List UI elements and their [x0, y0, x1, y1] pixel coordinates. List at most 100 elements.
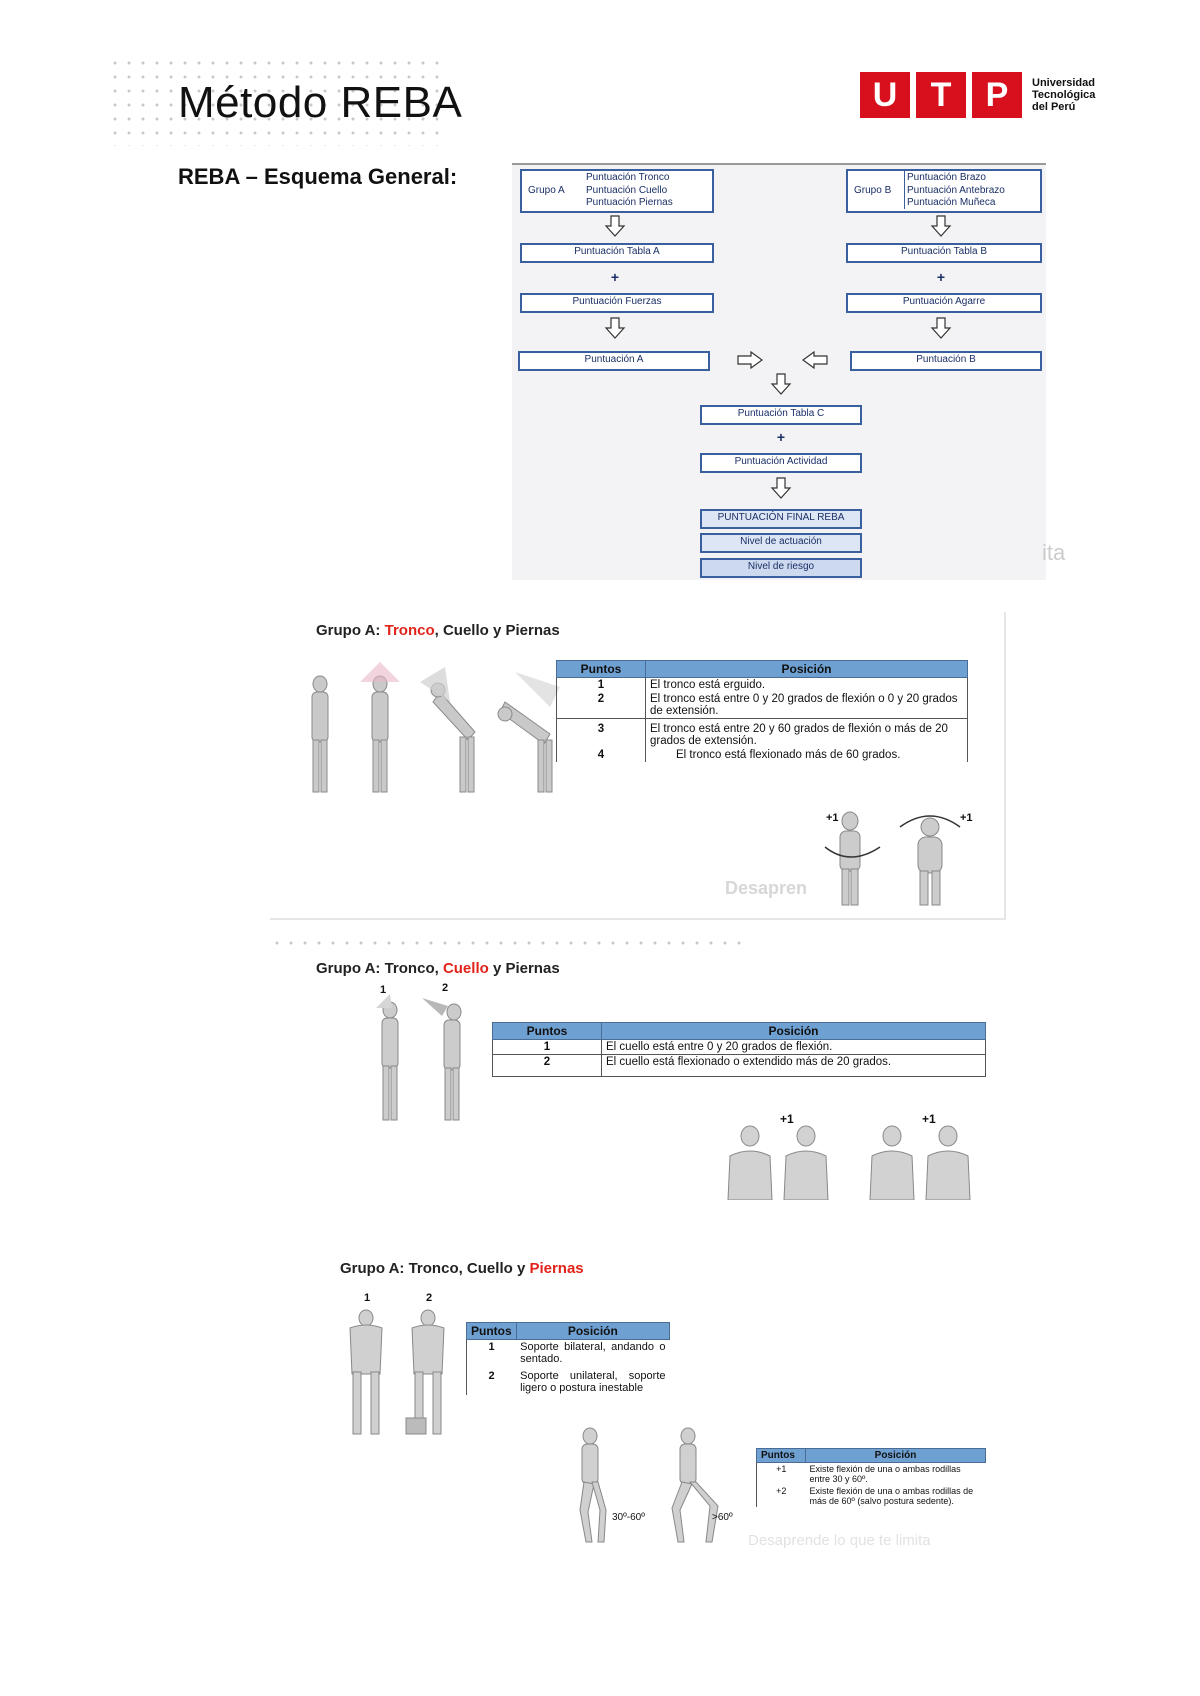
watermark-text: Desaprende lo que te limita: [748, 1532, 931, 1549]
column-header: Posición: [645, 660, 968, 678]
plus-sign: +: [936, 269, 946, 285]
title-text: Grupo A: Tronco, Cuello y: [340, 1260, 530, 1277]
logo-line: del Perú: [1032, 101, 1076, 113]
group-a-box: Grupo A Puntuación Tronco Puntuación Cue…: [520, 169, 714, 213]
position-cell: Existe flexión de una o ambas rodillas d…: [809, 1486, 974, 1506]
position-cell: Soporte bilateral, andando o sentado.: [520, 1341, 666, 1365]
trunk-twist-figures: [824, 811, 961, 906]
plus-one-label: +1: [922, 1112, 936, 1126]
arrow-down-icon: [604, 215, 626, 237]
figure-label: 2: [426, 1292, 433, 1304]
arrow-down-icon: [930, 317, 952, 339]
page-title: Método REBA: [178, 78, 463, 127]
title-highlight: Tronco: [384, 622, 435, 639]
group-a-item: Puntuación Piernas: [586, 197, 673, 208]
column-header: Posición: [601, 1022, 986, 1040]
position-cell: El tronco está entre 0 y 20 grados de fl…: [645, 692, 968, 719]
score-b-box: Puntuación B: [850, 351, 1042, 371]
table-c-box: Puntuación Tabla C: [700, 405, 862, 425]
forces-box: Puntuación Fuerzas: [520, 293, 714, 313]
arrow-down-icon: [604, 317, 626, 339]
plus-sign: +: [776, 429, 786, 445]
points-cell: 2: [492, 1054, 602, 1077]
final-score-box: PUNTUACIÓN FINAL REBA: [700, 509, 862, 529]
figure-label: 1: [380, 984, 387, 996]
group-b-item: Puntuación Brazo: [907, 172, 986, 183]
score-a-box: Puntuación A: [518, 351, 710, 371]
title-highlight: Piernas: [529, 1260, 584, 1277]
column-header: Puntos: [492, 1022, 602, 1040]
figure-label: 1: [364, 1292, 371, 1304]
position-cell: Soporte unilateral, soporte ligero o pos…: [520, 1370, 666, 1394]
cut-watermark-text: ita: [1042, 540, 1066, 565]
trunk-title: Grupo A: Tronco, Cuello y Piernas: [316, 622, 560, 639]
group-b-item: Puntuación Muñeca: [907, 197, 996, 208]
neck-section: Grupo A: Tronco, Cuello y Piernas 1 2 Pu…: [270, 950, 1000, 1210]
points-cell: +2: [756, 1485, 806, 1507]
leg-support-figures: [349, 1309, 445, 1435]
neck-posture-figures: [376, 994, 462, 1121]
points-cell: 1: [466, 1339, 517, 1366]
legs-title: Grupo A: Tronco, Cuello y Piernas: [340, 1260, 584, 1277]
group-b-box: Grupo B Puntuación Brazo Puntuación Ante…: [846, 169, 1042, 213]
position-cell: El tronco está entre 20 y 60 grados de f…: [645, 718, 968, 748]
title-highlight: Cuello: [442, 960, 489, 977]
position-cell: El cuello está entre 0 y 20 grados de fl…: [601, 1039, 986, 1055]
table-b-box: Puntuación Tabla B: [846, 243, 1042, 263]
title-text: y Piernas: [488, 960, 560, 977]
logo-letter-t: T: [916, 72, 966, 118]
angle-label: >60º: [712, 1512, 733, 1523]
position-cell: El cuello está flexionado o extendido má…: [601, 1054, 986, 1077]
arrow-down-icon: [930, 215, 952, 237]
arrow-down-icon: [770, 373, 792, 395]
group-a-label: Grupo A: [528, 185, 565, 196]
title-text: Grupo A:: [316, 622, 385, 639]
group-a-item: Puntuación Cuello: [586, 185, 668, 196]
plus-one-label: +1: [780, 1112, 794, 1126]
column-header: Posición: [515, 1322, 671, 1340]
column-header: Puntos: [556, 660, 646, 678]
points-cell: 4: [556, 748, 646, 762]
plus-one-label: +1: [826, 812, 839, 824]
logo-letter-u: U: [860, 72, 910, 118]
position-cell: El tronco está flexionado más de 60 grad…: [645, 748, 968, 762]
watermark-text: Desapren: [725, 878, 808, 898]
title-text: Grupo A: Tronco,: [316, 960, 443, 977]
points-cell: 1: [556, 677, 646, 692]
section-subtitle: REBA – Esquema General:: [178, 164, 458, 189]
neck-title: Grupo A: Tronco, Cuello y Piernas: [316, 960, 560, 977]
logo-text: Universidad Tecnológica del Perú: [1032, 77, 1095, 113]
points-cell: 1: [492, 1039, 602, 1055]
figure-label: 2: [442, 982, 449, 994]
action-level-box: Nivel de actuación: [700, 533, 862, 553]
trunk-section: Grupo A: Tronco, Cuello y Piernas Puntos…: [270, 612, 1006, 920]
activity-box: Puntuación Actividad: [700, 453, 862, 473]
position-cell: Existe flexión de una o ambas rodillas e…: [809, 1464, 961, 1484]
neck-twist-figures: [727, 1125, 971, 1200]
reba-flowchart: Grupo A Puntuación Tronco Puntuación Cue…: [512, 163, 1046, 580]
logo-line: Universidad: [1032, 77, 1095, 89]
decorative-dots: [108, 56, 448, 146]
title-text: , Cuello y Piernas: [434, 622, 560, 639]
angle-label: 30º-60º: [612, 1512, 645, 1523]
page-title-container: Método REBA: [178, 78, 462, 128]
utp-logo: U T P Universidad Tecnológica del Perú: [860, 72, 1095, 118]
column-header: Puntos: [466, 1322, 517, 1340]
points-cell: 3: [556, 718, 646, 748]
arrow-down-icon: [770, 477, 792, 499]
column-header: Posición: [805, 1448, 986, 1463]
arrow-right-icon: [737, 351, 763, 369]
